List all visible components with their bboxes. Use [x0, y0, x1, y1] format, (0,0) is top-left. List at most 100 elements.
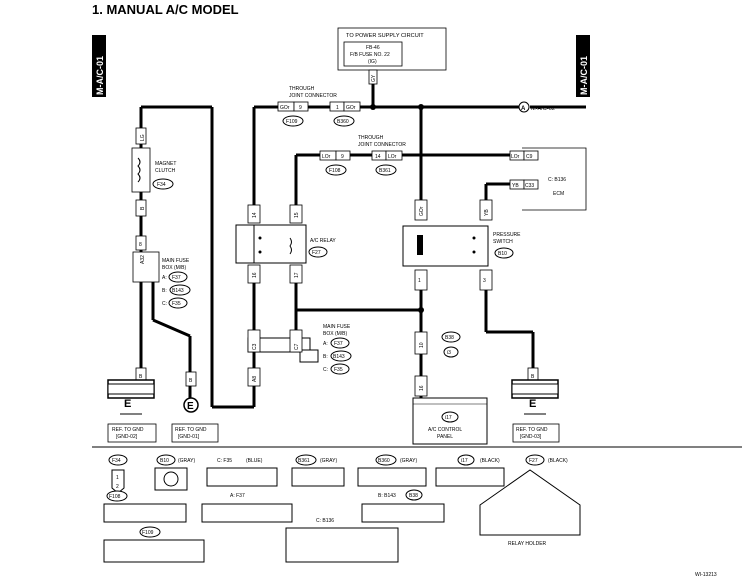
- i3-conn2: i3: [447, 350, 451, 356]
- power-line4: (IG): [368, 59, 377, 65]
- tjc1-line1: THROUGH: [289, 86, 315, 92]
- through-joint-connector-1: THROUGH JOINT CONNECTOR GOr 9 1 GOr F109…: [277, 86, 361, 127]
- mfl-line1: MAIN FUSE: [162, 258, 190, 264]
- ac-panel-conn: i17: [445, 415, 452, 421]
- power-supply-box: TO POWER SUPPLY CIRCUIT FB-46 F/B FUSE N…: [337, 27, 447, 85]
- conn-f108-label: F108: [109, 494, 121, 500]
- tjc2-wire-b: LOr: [388, 154, 397, 160]
- side-tab-right-label: M-A/C-01: [579, 56, 589, 95]
- mfl-b-conn: B143: [172, 288, 184, 294]
- mc-wire-lg: LG: [140, 134, 146, 141]
- connector-views: F34 1 2 B10 (GRAY) C: F35 (BLUE) B361 (G…: [103, 454, 581, 563]
- tjc2-line2: JOINT CONNECTOR: [358, 142, 406, 148]
- conn-cb136-label: C: B136: [316, 518, 334, 524]
- conn-i17-color: (BLACK): [480, 458, 500, 464]
- mfm-pin-c3: C3: [252, 343, 258, 350]
- ecm-conn: C: B136: [548, 177, 566, 183]
- ac-panel-line1: A/C CONTROL: [428, 427, 462, 433]
- tjc2-pin-a: 9: [341, 154, 344, 160]
- mfl-c-conn: F35: [172, 301, 181, 307]
- side-tab-left-label: M-A/C-01: [95, 56, 105, 95]
- side-tab-right: M-A/C-01: [576, 35, 590, 97]
- main-fuse-mid: C3 C7 MAIN FUSE BOX (M/B) A: F37 B: B143…: [247, 324, 352, 387]
- pressure-switch: GOr YB PRESSURE SWITCH B10 1 3: [402, 199, 521, 398]
- magnet-clutch-line2: CLUTCH: [155, 168, 176, 174]
- page-title: 1. MANUAL A/C MODEL: [92, 2, 239, 17]
- magnet-clutch-conn: F34: [157, 182, 166, 188]
- gnd1-wire: B: [139, 374, 143, 380]
- tjc2-pin-b: 14: [375, 154, 381, 160]
- mfl-c: C:: [162, 301, 167, 307]
- through-joint-connector-2: THROUGH JOINT CONNECTOR LOr 9 14 LOr F10…: [294, 135, 510, 210]
- left-column: LG MAGNET CLUTCH F34 B 8 A32 MAIN FUSE B…: [131, 105, 254, 409]
- ground-2: E REF. TO GND [GND-01]: [171, 397, 219, 443]
- mfl-pin-a32: A32: [140, 255, 146, 264]
- magnet-clutch-line1: MAGNET: [155, 161, 176, 167]
- mfl-a-conn: F37: [172, 275, 181, 281]
- mfm-b-conn: B143: [333, 354, 345, 360]
- tjc1-line2: JOINT CONNECTOR: [289, 93, 337, 99]
- tjc1-conn-a: F109: [286, 119, 298, 125]
- mfl-line2: BOX (M/B): [162, 265, 187, 271]
- ecm-label: ECM: [553, 191, 564, 197]
- conn-cf35-label: C: F35: [217, 458, 232, 464]
- ground-1-line1: REF. TO GND: [112, 427, 144, 433]
- ac-control-panel: 10 B38 i3 16 i17 A/C CONTROL PANEL: [412, 331, 488, 445]
- ground-3: B E REF. TO GND [GND-03]: [484, 290, 560, 443]
- ecm: LOr C9 YB C33 C: B136 ECM: [484, 147, 587, 211]
- mfm-a: A:: [323, 341, 328, 347]
- conn-b361-color: (GRAY): [320, 458, 337, 464]
- ground-2-symbol: E: [187, 401, 194, 412]
- tjc2-conn-a: F108: [329, 168, 341, 174]
- tjc2-wire-a: LOr: [322, 154, 331, 160]
- conn-f34-pin1: 1: [116, 475, 119, 481]
- ps-wire-yb: YB: [484, 209, 490, 216]
- conn-f34-pin2: 2: [116, 484, 119, 490]
- ground-2-line1: REF. TO GND: [175, 427, 207, 433]
- i3-conn1: B38: [445, 335, 454, 341]
- mfm-a-conn: F37: [334, 341, 343, 347]
- panel-pin-16: 16: [419, 385, 425, 391]
- conn-f27-color: (BLACK): [548, 458, 568, 464]
- mfm-line2: BOX (M/B): [323, 331, 348, 337]
- ground-3-symbol: E: [529, 398, 536, 410]
- power-wire-label: GY: [371, 74, 377, 82]
- ground-1-symbol: E: [124, 398, 131, 410]
- ecm-wire1: LOr: [511, 154, 520, 160]
- conn-bb143-label: B: B143: [378, 493, 396, 499]
- conn-cf35-color: (BLUE): [246, 458, 263, 464]
- ref-arrow-text: M-A/C-02: [531, 106, 555, 112]
- gnd2-wire: B: [189, 378, 193, 384]
- pressure-switch-conn: B10: [498, 251, 507, 257]
- ground-1: E REF. TO GND [GND-02]: [107, 379, 157, 443]
- tjc1-pin-b: 1: [336, 105, 339, 111]
- tjc2-conn-b: B361: [379, 168, 391, 174]
- relay-holder-label: RELAY HOLDER: [508, 541, 547, 547]
- ecm-pin1: C9: [526, 154, 533, 160]
- side-tab-left: M-A/C-01: [92, 35, 106, 97]
- tjc1-pin-a: 9: [299, 105, 302, 111]
- mfm-b: B:: [323, 354, 328, 360]
- pressure-switch-line2: SWITCH: [493, 239, 513, 245]
- power-line2: FB-46: [366, 45, 380, 51]
- tjc1-wire-b: GOr: [346, 105, 356, 111]
- conn-b360-color: (GRAY): [400, 458, 417, 464]
- power-line1: TO POWER SUPPLY CIRCUIT: [346, 33, 424, 39]
- mfl-a: A:: [162, 275, 167, 281]
- figure-id: WI-13213: [695, 572, 717, 578]
- tjc2-line1: THROUGH: [358, 135, 384, 141]
- mfl-b: B:: [162, 288, 167, 294]
- relay-pin-16: 16: [252, 272, 258, 278]
- mfm-c: C:: [323, 367, 328, 373]
- conn-f27-label: F27: [529, 458, 538, 464]
- relay-pin-14: 14: [252, 212, 258, 218]
- pressure-switch-line1: PRESSURE: [493, 232, 521, 238]
- mfm-pin-a8: A8: [252, 376, 258, 382]
- ground-3-line1: REF. TO GND: [516, 427, 548, 433]
- ps-pin-1: 1: [418, 278, 421, 284]
- ref-arrow-letter: A: [521, 106, 526, 112]
- ref-arrow-a: A M-A/C-02: [518, 101, 555, 113]
- i3-pin-10: 10: [419, 342, 425, 348]
- conn-i17-label: i17: [461, 458, 468, 464]
